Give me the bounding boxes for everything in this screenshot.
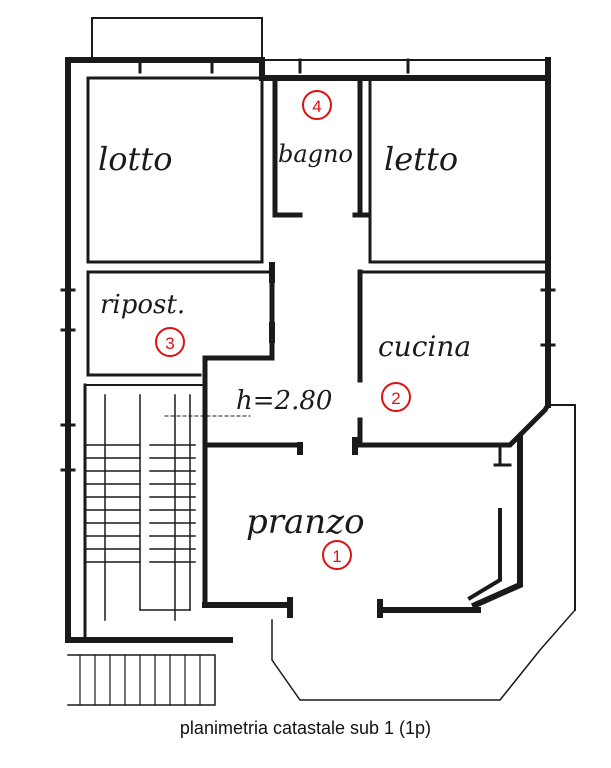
room-label-bagno: bagno xyxy=(278,140,353,168)
plan-caption: planimetria catastale sub 1 (1p) xyxy=(179,718,432,738)
room-marker-2: 2 xyxy=(381,382,411,412)
room-marker-4: 4 xyxy=(302,90,332,120)
room-height-label: h=2.80 xyxy=(236,386,333,416)
room-label-cucina: cucina xyxy=(378,330,472,363)
room-marker-3: 3 xyxy=(155,327,185,357)
room-marker-1: 1 xyxy=(322,540,352,570)
room-label-ripost: ripost. xyxy=(100,290,186,320)
room-label-letto-left: lotto xyxy=(98,140,173,178)
room-label-pranzo: pranzo xyxy=(246,502,365,542)
room-label-letto-right: letto xyxy=(384,140,459,178)
